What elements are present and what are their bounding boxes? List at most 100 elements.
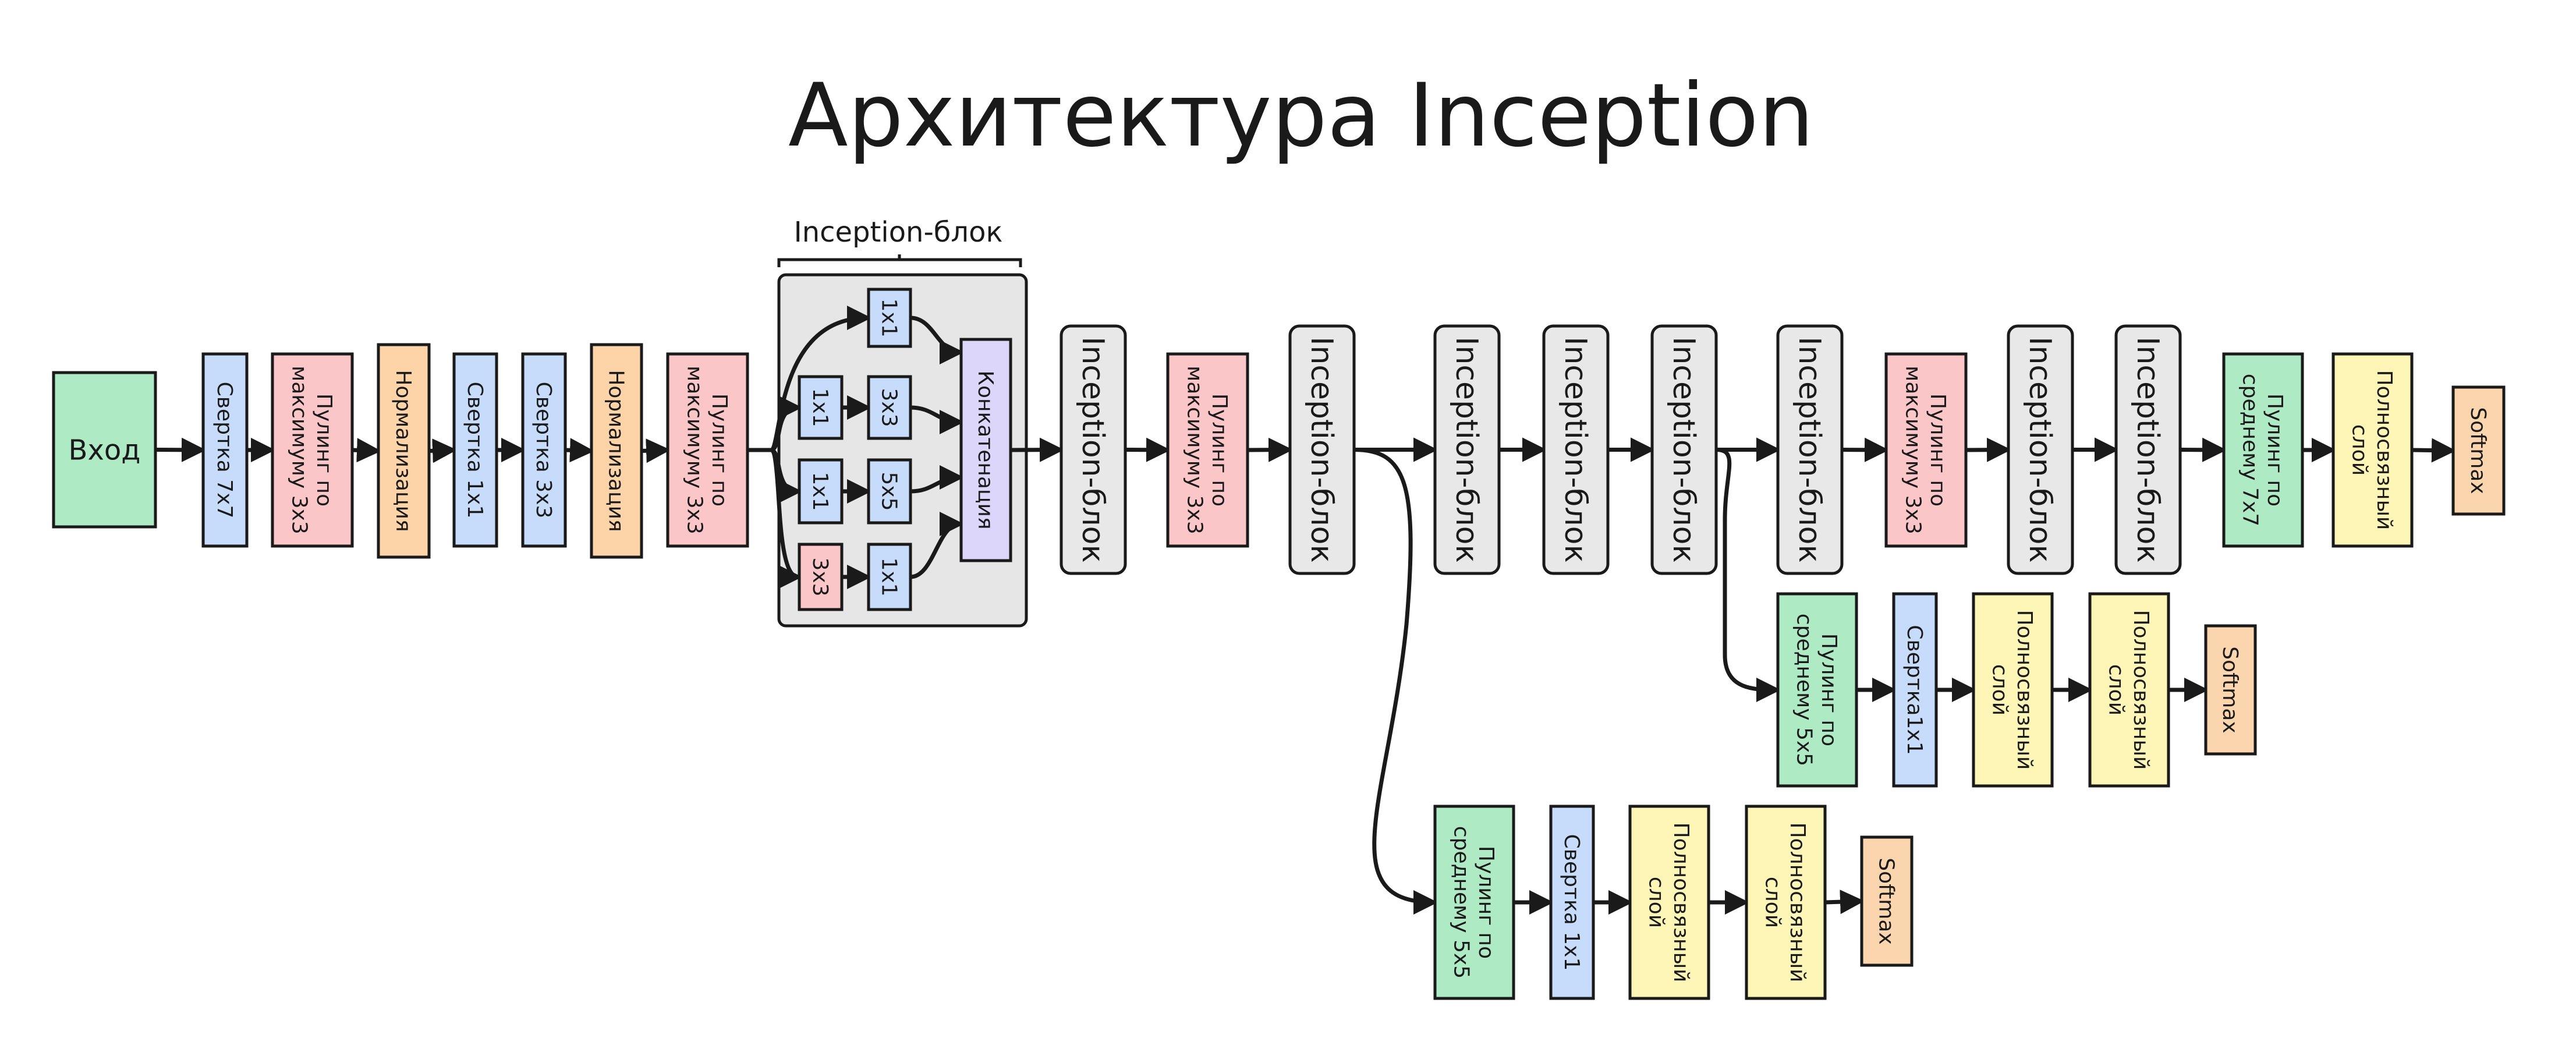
node-inc4: Inception-блок [1542, 324, 1610, 575]
node-inc5-label: Inception-блок [1666, 336, 1701, 563]
node-maxpool2: Пулинг помаксимуму 3x3 [666, 352, 749, 548]
node-aux2-fc1-label: Полносвязныйслой [1645, 823, 1693, 983]
node-norm2: Нормализация [590, 343, 643, 559]
node-maxpool4-label: Пулинг помаксимуму 3x3 [1901, 366, 1950, 534]
node-fc-main-box [2331, 352, 2414, 548]
node-norm1-label: Нормализация [391, 370, 415, 532]
node-inc5-box [1650, 324, 1718, 575]
inception-block-bracket [777, 254, 1022, 267]
node-inc8-box [2114, 324, 2182, 575]
edge-conv3x3-to-norm2 [565, 438, 594, 463]
node-norm2-label: Нормализация [604, 370, 628, 532]
node-aux2-softmax: Softmax [1860, 835, 1914, 967]
node-inc6-box [1776, 324, 1844, 575]
node-norm2-box [590, 343, 643, 559]
node-aux2-fc2: Полносвязныйслой [1745, 805, 1827, 1000]
node-inc5: Inception-блок [1650, 324, 1718, 575]
node-br-1x1-a-box [867, 288, 912, 348]
node-br-1x1-b-box [798, 375, 844, 440]
node-br-1x1-d: 1x1 [867, 543, 912, 611]
node-concat: Конкатенация [959, 338, 1012, 562]
edge-fork-to-br-pool3x3 [770, 448, 802, 589]
node-softmax-main-label: Softmax [2466, 407, 2490, 494]
node-aux2-avgpool-label: Пулинг посреднему 5x5 [1450, 826, 1498, 979]
node-inc1: Inception-блок [1060, 324, 1127, 575]
edge-inc5-to-aux1-avgpool [1716, 448, 1781, 702]
node-maxpool1: Пулинг помаксимуму 3x3 [271, 352, 354, 548]
node-norm1: Нормализация [377, 343, 431, 559]
node-maxpool3-box [1166, 352, 1249, 548]
node-fc-main-label: Полносвязныйслой [2348, 370, 2396, 530]
node-inc7: Inception-блок [2007, 324, 2074, 575]
edge-aux2-fc2-to-aux2-softmax [1824, 890, 1865, 915]
node-avgpool7: Пулинг посреднему 7x7 [2222, 352, 2304, 548]
edge-inc8-to-avgpool7 [2180, 437, 2227, 462]
node-inc6: Inception-блок [1776, 324, 1844, 575]
edge-inc6-to-maxpool4 [1841, 437, 1889, 462]
node-inc3-label: Inception-блок [1449, 336, 1484, 563]
edge-fork-to-br-1x1-b [770, 395, 802, 452]
node-conv3x3: Свертка 3x3 [521, 352, 567, 548]
node-inc8: Inception-блок [2114, 324, 2182, 575]
node-maxpool3: Пулинг помаксимуму 3x3 [1166, 352, 1249, 548]
node-br-1x1-b: 1x1 [798, 375, 844, 440]
node-br-1x1-c-label: 1x1 [808, 472, 832, 511]
edge-br-3x3-to-concat [910, 405, 964, 434]
node-maxpool2-box [666, 352, 749, 548]
node-avgpool7-label: Пулинг посреднему 7x7 [2238, 374, 2287, 526]
node-aux1-fc2-box [2088, 592, 2170, 788]
node-aux2-fc2-label: Полносвязныйслой [1761, 823, 1809, 983]
inception-block-group-label: Inception-блок [794, 216, 1003, 249]
edge-inc1-to-maxpool3 [1125, 437, 1171, 462]
node-maxpool4: Пулинг помаксимуму 3x3 [1884, 352, 1968, 548]
node-aux2-conv: Свертка 1x1 [1549, 805, 1595, 1000]
node-br-1x1-b-label: 1x1 [808, 388, 832, 427]
node-aux2-conv-label: Свертка 1x1 [1560, 834, 1583, 971]
node-inc4-label: Inception-блок [1558, 336, 1593, 563]
node-aux2-avgpool: Пулинг посреднему 5x5 [1433, 805, 1515, 1000]
node-inc3-box [1433, 324, 1501, 575]
node-inc4-box [1542, 324, 1610, 575]
node-aux2-softmax-box [1860, 835, 1914, 967]
node-softmax-main-box [2451, 385, 2506, 516]
node-br-pool3x3-box [798, 543, 844, 611]
node-br-1x1-c-box [798, 458, 844, 525]
node-inc7-label: Inception-блок [2022, 336, 2057, 563]
node-conv7-label: Свертка 7x7 [212, 382, 236, 519]
edge-fc-main-to-softmax-main [2411, 438, 2456, 463]
node-conv3x3-label: Свертка 3x3 [532, 382, 555, 519]
node-br-1x1-c: 1x1 [798, 458, 844, 525]
node-avgpool7-box [2222, 352, 2304, 548]
node-aux1-softmax: Softmax [2204, 624, 2257, 756]
node-aux1-softmax-label: Softmax [2218, 646, 2242, 733]
node-input-box [52, 371, 157, 529]
edges [155, 306, 2456, 915]
node-norm1-box [377, 343, 431, 559]
node-concat-label: Конкатенация [973, 370, 997, 529]
node-conv1x1: Свертка 1x1 [452, 352, 498, 548]
node-aux1-conv-box [1892, 592, 1938, 788]
node-br-5x5-label: 5x5 [877, 472, 901, 511]
node-maxpool3-label: Пулинг помаксимуму 3x3 [1183, 366, 1231, 534]
node-inc2: Inception-блок [1288, 324, 1356, 575]
node-inc6-label: Inception-блок [1792, 336, 1827, 563]
node-inc7-box [2007, 324, 2074, 575]
edge-input-to-conv7 [155, 437, 206, 462]
node-aux1-conv: Свертка1x1 [1892, 592, 1938, 788]
node-br-3x3-box [867, 375, 912, 440]
edge-maxpool3-to-inc2 [1247, 437, 1293, 462]
node-br-1x1-d-label: 1x1 [877, 557, 901, 596]
node-br-1x1-a: 1x1 [867, 288, 912, 348]
node-aux1-softmax-box [2204, 624, 2257, 756]
node-aux1-avgpool-label: Пулинг посреднему 5x5 [1792, 614, 1841, 766]
node-inc1-box [1060, 324, 1127, 575]
node-br-pool3x3: 3x3 [798, 543, 844, 611]
node-inc1-label: Inception-блок [1075, 336, 1110, 563]
node-maxpool1-label: Пулинг помаксимуму 3x3 [288, 366, 336, 534]
node-input: Вход [52, 371, 157, 529]
node-maxpool2-label: Пулинг помаксимуму 3x3 [683, 366, 731, 534]
node-aux1-fc1: Полносвязныйслой [1972, 592, 2054, 788]
node-aux2-conv-box [1549, 805, 1595, 1000]
node-inc3: Inception-блок [1433, 324, 1501, 575]
